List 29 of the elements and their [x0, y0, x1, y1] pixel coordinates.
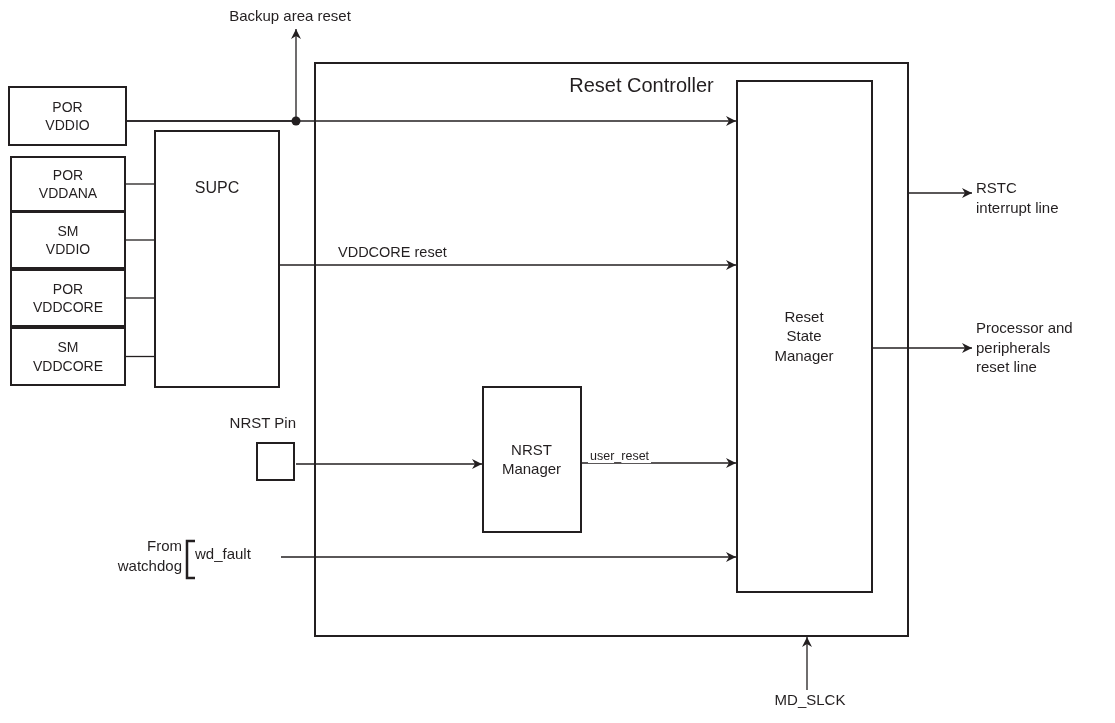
block-box: POR VDDIO	[8, 86, 127, 146]
arrow	[908, 188, 973, 198]
connector-line	[125, 355, 155, 358]
block-box: Reset State Manager	[735, 79, 873, 593]
arrow	[295, 459, 483, 469]
arrow	[126, 28, 301, 122]
arrow	[279, 260, 737, 270]
signal-label: MD_SLCK	[773, 690, 847, 710]
arrow	[872, 343, 973, 353]
pin-label: NRST Pin	[229, 414, 296, 431]
arrow	[581, 458, 737, 468]
arrow	[802, 636, 812, 691]
source-label: From watchdog	[116, 536, 182, 575]
block-box: SM VDDIO	[10, 211, 126, 269]
connector-line	[125, 239, 155, 241]
block-box: SUPC	[154, 130, 280, 388]
connector-line	[125, 297, 155, 299]
edge-label: VDDCORE reset	[336, 244, 449, 260]
block-box: POR VDDCORE	[10, 269, 126, 327]
signal-label: wd_fault	[195, 544, 252, 564]
arrow	[280, 552, 737, 562]
signal-label: Processor and peripherals reset line	[976, 318, 1074, 377]
signal-label: RSTC interrupt line	[976, 178, 1060, 217]
block-box: SM VDDCORE	[10, 327, 126, 386]
block-box: NRST Manager	[481, 385, 582, 533]
edge-label: user_reset	[588, 449, 652, 463]
signal-label: Backup area reset	[228, 6, 352, 26]
block-box: POR VDDANA	[10, 156, 126, 212]
connector-line	[125, 183, 155, 185]
